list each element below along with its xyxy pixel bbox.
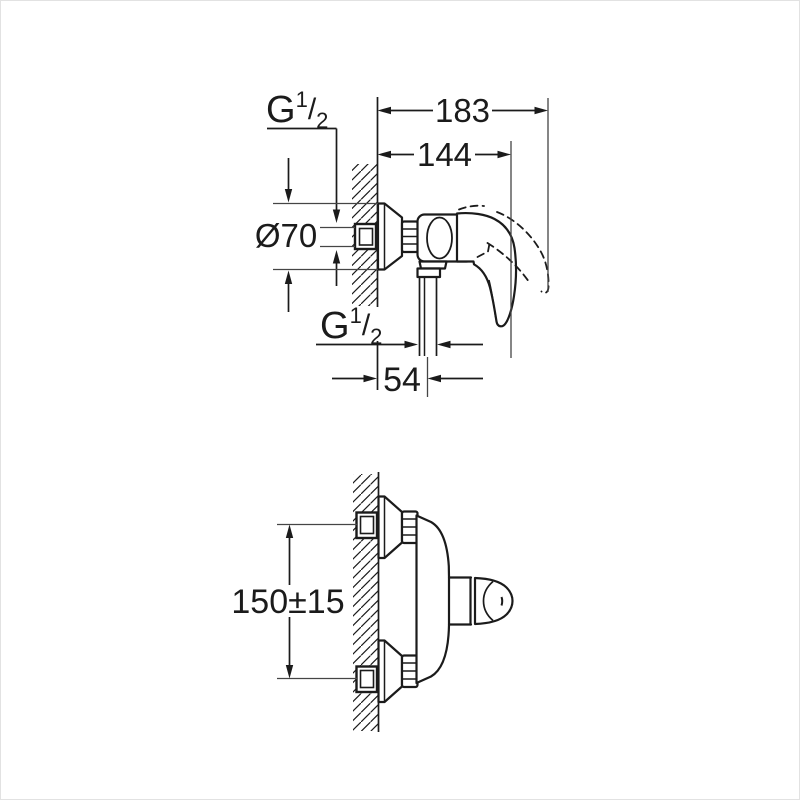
escutcheon-upper [377, 495, 419, 560]
mixer-body-plan [415, 514, 451, 685]
plan-view: 150±15 [231, 472, 514, 732]
lever-handle [455, 211, 518, 328]
outlet-thread-label: G1/2 [320, 303, 382, 349]
wall-union-fitting [353, 222, 378, 251]
wall-union-fitting-upper [355, 511, 379, 540]
dim-label-total-depth: 183 [435, 92, 490, 129]
dimension-144: 144 [377, 136, 512, 358]
dimension-escutcheon-diameter: Ø70 [255, 158, 378, 312]
dimension-183: 183 [377, 92, 549, 292]
union-nut-side [400, 220, 420, 254]
wall-union-fitting-lower [355, 665, 379, 694]
side-elevation-view: 183 144 G1/2 [255, 87, 550, 399]
dim-label-body-depth: 144 [417, 136, 472, 173]
dim-label-escutcheon-diameter: Ø70 [255, 217, 317, 254]
outlet-thread-callout: G1/2 [316, 303, 483, 349]
dimension-inlet-spacing: 150±15 [231, 523, 357, 680]
wall-thread-label: G1/2 [266, 87, 328, 133]
handle-knob-plan [447, 576, 514, 626]
escutcheon-lower [377, 639, 419, 704]
escutcheon-side [376, 202, 404, 271]
handle-alternate-position-dashed [458, 204, 550, 294]
dim-label-inlet-spacing: 150±15 [231, 583, 344, 621]
wall-thread-callout: G1/2 [266, 87, 341, 286]
dimension-54: 54 [332, 357, 483, 399]
shower-outlet [416, 260, 448, 356]
dim-label-outlet-offset: 54 [383, 361, 421, 399]
